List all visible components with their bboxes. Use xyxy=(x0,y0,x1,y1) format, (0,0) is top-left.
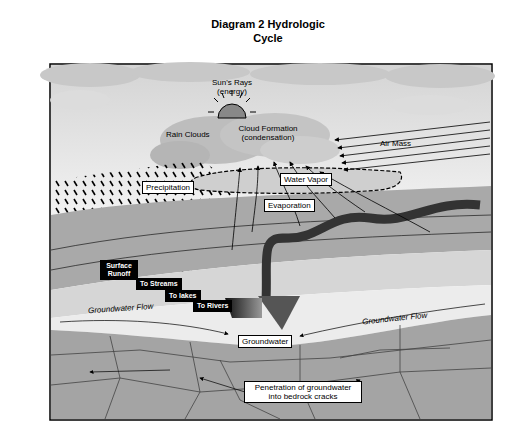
box-text: Precipitation xyxy=(146,183,190,192)
flow-step-box: To Rivers xyxy=(193,300,232,312)
label-box: Evaporation xyxy=(264,199,315,212)
bedrock xyxy=(51,315,491,419)
label-box: Precipitation xyxy=(142,181,194,194)
box-text: To Streams xyxy=(140,280,178,288)
label-box: Groundwater xyxy=(238,335,292,348)
annotation-label: Sun's Rays (energy) xyxy=(205,78,259,96)
flow-step-box: To Streams xyxy=(136,278,182,290)
groundwater-flow-arrows xyxy=(60,304,485,392)
river-outlet xyxy=(258,296,300,330)
label-box: Penetration of groundwater into bedrock … xyxy=(244,381,362,403)
box-text: Evaporation xyxy=(268,201,311,210)
box-text: Groundwater xyxy=(242,337,288,346)
annotation-label: Air Mass xyxy=(380,139,411,148)
evaporation-arrows xyxy=(232,162,430,250)
diagram-title: Diagram 2 Hydrologic Cycle xyxy=(200,17,336,45)
bedrock-cracks xyxy=(51,325,491,419)
box-text: Penetration of groundwater into bedrock … xyxy=(248,383,358,401)
box-text: Water Vapor xyxy=(284,175,328,184)
flow-step-box: Surface Runoff xyxy=(100,260,138,280)
air-mass-arrows xyxy=(335,122,490,170)
frame xyxy=(50,64,492,420)
box-text: To lakes xyxy=(169,292,197,300)
clouds xyxy=(40,62,495,169)
annotation-label: Cloud Formation (condensation) xyxy=(234,124,302,142)
box-text: To Rivers xyxy=(197,302,228,310)
annotation-label: Rain Clouds xyxy=(166,130,210,139)
river xyxy=(266,204,480,300)
label-box: Water Vapor xyxy=(280,173,332,186)
box-text: Surface Runoff xyxy=(104,262,134,278)
